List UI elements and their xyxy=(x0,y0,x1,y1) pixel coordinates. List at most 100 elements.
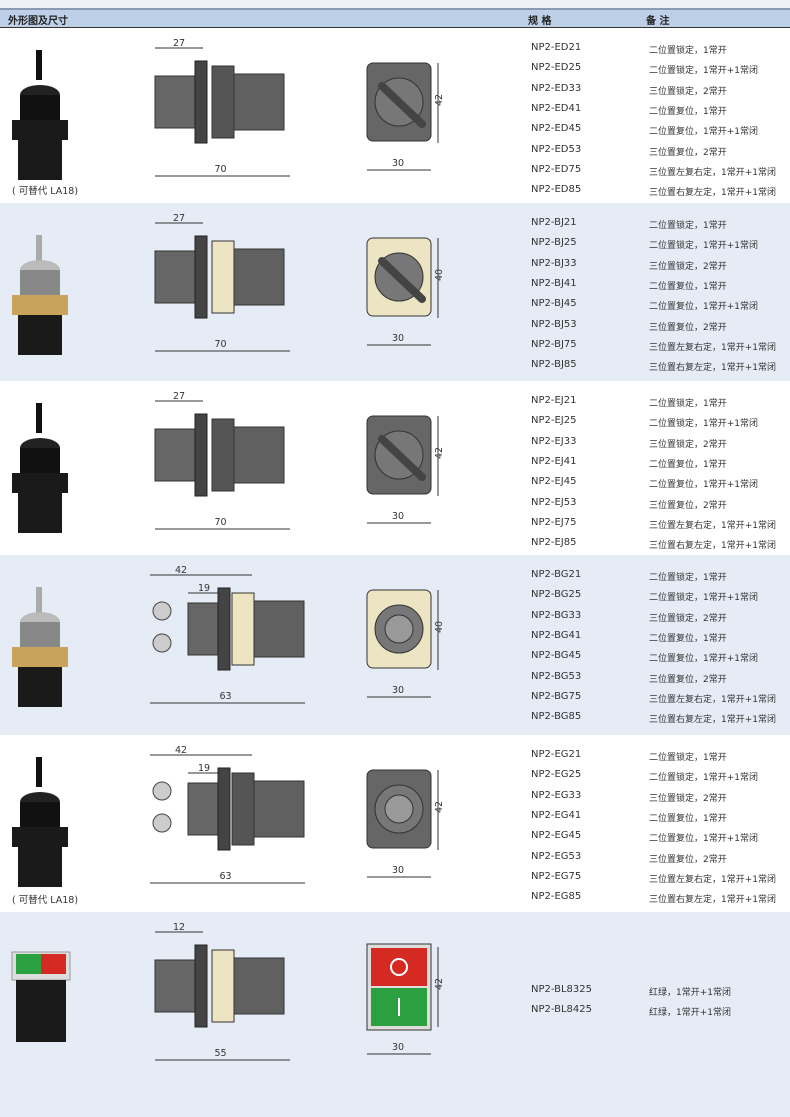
contact-block-profile xyxy=(233,248,285,306)
actuator-profile xyxy=(154,428,196,482)
product-photo xyxy=(12,587,68,707)
selector-handle xyxy=(36,403,42,433)
key xyxy=(36,587,42,617)
model-remark: 二位置复位，1常开+1常闭 xyxy=(649,127,758,138)
bezel-profile xyxy=(194,60,208,144)
key-cylinder xyxy=(384,794,414,824)
contact-block xyxy=(18,493,62,533)
model-remark: 二位置锁定，1常开+1常闭 xyxy=(649,419,758,430)
head xyxy=(20,95,60,120)
actuator-profile xyxy=(154,75,196,129)
contact-block xyxy=(18,667,62,707)
selector-handle xyxy=(36,757,42,787)
model-remark: 三位置锁定，2常开 xyxy=(649,261,727,272)
dim-height: 42 xyxy=(434,94,445,106)
model-remark: 三位置左复右定，1常开+1常闭 xyxy=(649,694,776,705)
model-remark: 二位置复位，1常开+1常闭 xyxy=(649,302,758,313)
actuator-profile xyxy=(187,782,219,836)
dim-width: 30 xyxy=(392,511,404,522)
product-photo xyxy=(12,757,68,887)
model-remark: 二位置锁定，1常开+1常闭 xyxy=(649,241,758,252)
model-remark: 三位置左复右定，1常开+1常闭 xyxy=(649,520,776,531)
model-remark: 三位置锁定，2常开 xyxy=(649,793,727,804)
key-bow xyxy=(152,601,172,621)
contact-block xyxy=(18,315,62,355)
actuator-profile xyxy=(154,250,196,304)
model-remark: 二位置复位，1常开 xyxy=(649,813,727,824)
mounting-bracket-profile xyxy=(231,772,255,846)
model-remark: 三位置复位，2常开 xyxy=(649,674,727,685)
model-number: NP2-ED75 xyxy=(531,163,582,175)
model-number: NP2-ED21 xyxy=(531,42,582,53)
model-remark: 二位置锁定，1常开+1常闭 xyxy=(649,66,758,77)
model-number: NP2-EJ33 xyxy=(531,435,577,447)
model-number: NP2-EG45 xyxy=(531,830,582,842)
bezel-profile xyxy=(194,944,208,1028)
model-number: NP2-EJ85 xyxy=(531,537,577,549)
model-number: NP2-BJ85 xyxy=(531,359,577,371)
mounting-base xyxy=(12,827,68,847)
model-number: NP2-ED25 xyxy=(531,62,582,74)
on-symbol-icon xyxy=(398,998,400,1016)
mounting-bracket-profile xyxy=(231,592,255,666)
selector-lever xyxy=(378,257,426,303)
mounting-base xyxy=(12,647,68,667)
mounting-base xyxy=(12,295,68,315)
model-number: NP2-ED53 xyxy=(531,143,582,155)
model-number: NP2-BJ33 xyxy=(531,257,577,269)
dim-total: 63 xyxy=(220,871,232,882)
replacement-note: ( 可替代 LA18) xyxy=(12,186,79,197)
bezel-profile xyxy=(194,413,208,497)
model-number: NP2-EG21 xyxy=(531,749,582,760)
dim-width: 30 xyxy=(392,1042,404,1053)
model-remark: 三位置复位，2常开 xyxy=(649,854,727,865)
contact-block xyxy=(18,140,62,180)
product-photo xyxy=(12,403,68,533)
dim-height: 42 xyxy=(434,801,445,813)
contact-block xyxy=(18,847,62,887)
selector-lever xyxy=(378,435,426,481)
model-number: NP2-EG75 xyxy=(531,870,582,882)
mounting-base xyxy=(12,120,68,140)
dim-top: 42 xyxy=(175,745,187,756)
model-remark: 三位置复位，2常开 xyxy=(649,147,727,158)
key-cylinder xyxy=(384,614,414,644)
dim-top: 12 xyxy=(173,922,185,933)
model-number: NP2-BG45 xyxy=(531,650,582,662)
model-number: NP2-BG33 xyxy=(531,609,582,621)
model-number: NP2-BG85 xyxy=(531,711,582,723)
model-number: NP2-EG85 xyxy=(531,891,582,903)
model-remark: 二位置锁定，1常开 xyxy=(649,399,727,409)
actuator-profile xyxy=(187,602,219,656)
product-photo xyxy=(12,50,68,180)
model-number: NP2-BL8325 xyxy=(531,984,593,995)
model-remark: 三位置右复左定，1常开+1常闭 xyxy=(649,363,776,374)
model-number: NP2-EG41 xyxy=(531,809,582,821)
selector-lever xyxy=(378,82,426,128)
dim-mid: 19 xyxy=(198,583,210,594)
mounting-bracket-profile xyxy=(211,65,235,139)
model-remark: 二位置复位，1常开+1常闭 xyxy=(649,654,758,665)
model-number: NP2-BG75 xyxy=(531,690,582,702)
model-remark: 二位置锁定，1常开 xyxy=(649,221,727,231)
dim-top: 27 xyxy=(173,213,185,224)
model-number: NP2-BG53 xyxy=(531,670,582,682)
key-bow xyxy=(152,781,172,801)
head xyxy=(20,802,60,827)
top-rule xyxy=(0,0,790,10)
selector-handle xyxy=(36,50,42,80)
model-remark: 二位置锁定，1常开 xyxy=(649,573,727,583)
model-number: NP2-EG25 xyxy=(531,769,582,781)
model-remark: 二位置锁定，1常开+1常闭 xyxy=(649,773,758,784)
model-remark: 三位置复位，2常开 xyxy=(649,500,727,511)
